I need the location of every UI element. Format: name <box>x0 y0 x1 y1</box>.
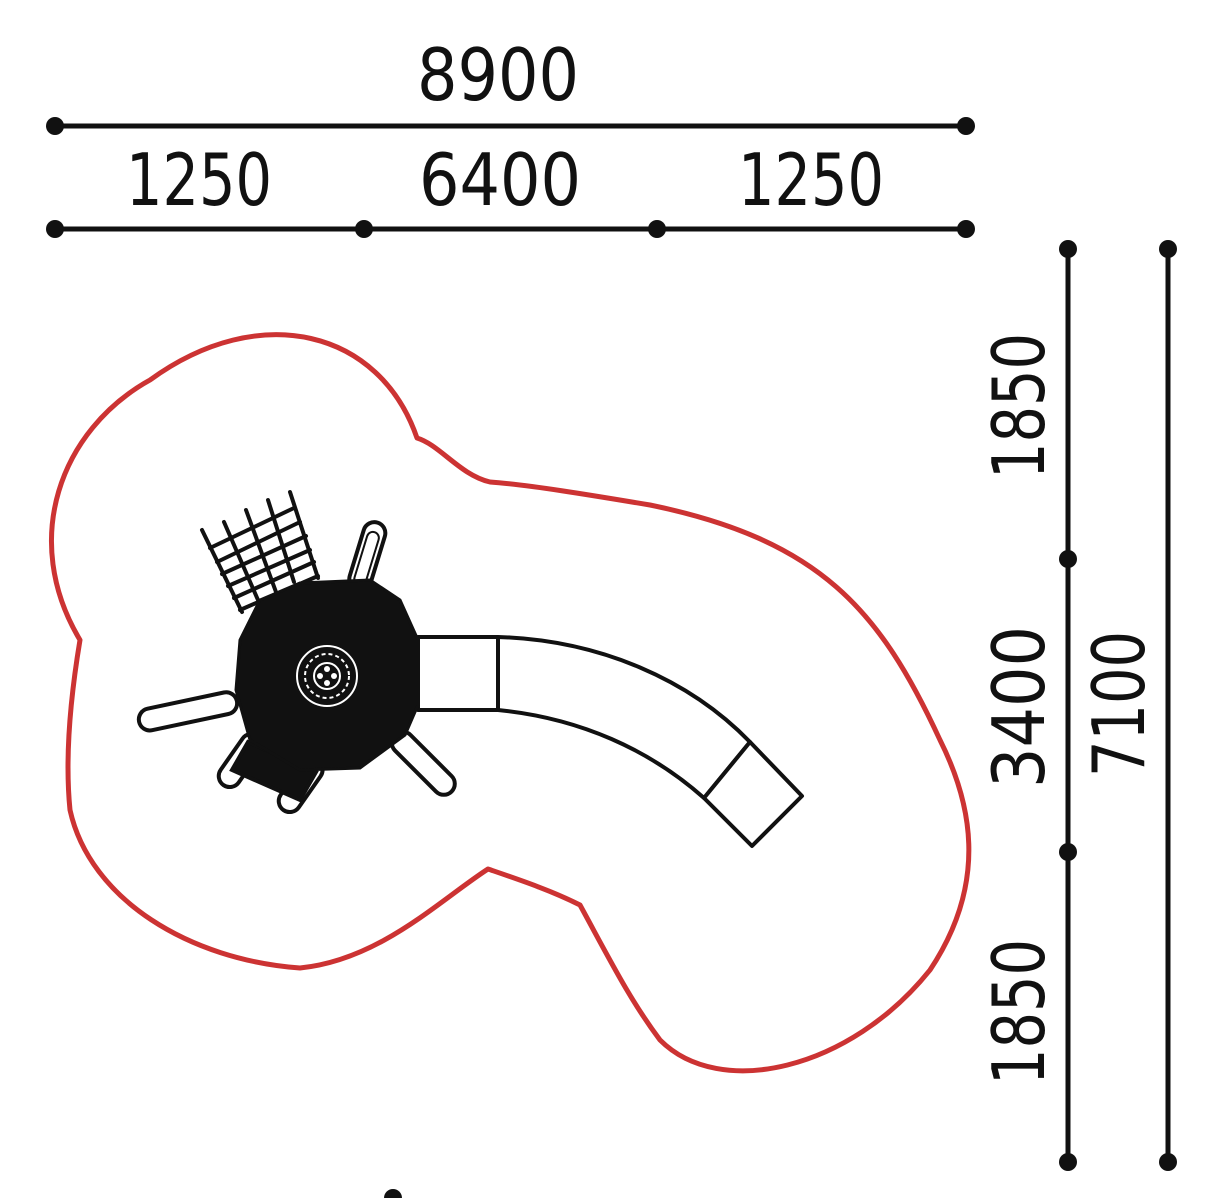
width-middle-label: 6400 <box>419 138 581 222</box>
access-posts <box>136 520 457 815</box>
tower-center-dots <box>317 666 337 686</box>
width-left-label: 1250 <box>126 138 272 222</box>
height-bottom-label: 1850 <box>977 939 1061 1085</box>
central-tower <box>234 578 420 772</box>
slide <box>416 635 804 848</box>
slide-entry-section <box>416 635 500 712</box>
overall-height-dimension <box>1159 240 1177 1171</box>
climbing-net <box>200 490 320 614</box>
marker-dot <box>384 1189 402 1198</box>
step-ladder <box>216 731 325 815</box>
width-right-label: 1250 <box>738 138 884 222</box>
tower-platform <box>234 578 420 772</box>
overall-height-label: 7100 <box>1077 631 1161 777</box>
left-post <box>136 690 240 733</box>
height-middle-label: 3400 <box>977 626 1061 788</box>
overall-width-label: 8900 <box>417 33 579 117</box>
segment-height-dimension <box>1059 240 1077 1171</box>
segment-width-dimension <box>46 220 975 238</box>
slide-exit-section <box>702 740 804 848</box>
overall-width-dimension <box>46 117 975 135</box>
height-top-label: 1850 <box>977 333 1061 479</box>
tower-roof-hatch <box>296 645 358 707</box>
safety-zone-outline <box>49 332 972 1074</box>
slide-curve-section <box>496 635 752 800</box>
